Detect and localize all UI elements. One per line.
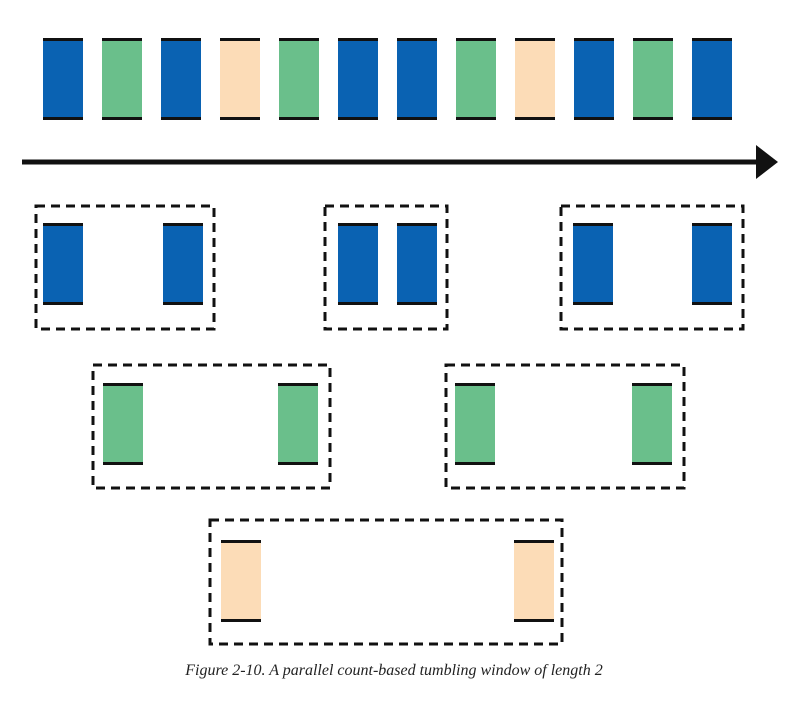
window-event-green	[632, 383, 672, 465]
figure-caption: Figure 2-10. A parallel count-based tumb…	[185, 662, 603, 679]
time-arrow	[22, 145, 778, 179]
stream-event-orange	[220, 38, 260, 120]
window-event-blue	[692, 223, 732, 305]
window-event-blue	[163, 223, 203, 305]
stream-event-blue	[161, 38, 201, 120]
stream-event-blue	[338, 38, 378, 120]
window-event-blue	[43, 223, 83, 305]
event-stream	[43, 38, 732, 120]
stream-event-blue	[692, 38, 732, 120]
stream-event-green	[102, 38, 142, 120]
stream-event-blue	[574, 38, 614, 120]
window-event-blue	[397, 223, 437, 305]
windows	[34, 204, 745, 646]
window-green	[444, 363, 686, 490]
window-event-orange	[221, 540, 261, 622]
window-event-orange	[514, 540, 554, 622]
stream-event-green	[456, 38, 496, 120]
window-orange	[208, 518, 564, 646]
window-blue	[323, 204, 449, 331]
window-event-green	[278, 383, 318, 465]
window-blue	[559, 204, 745, 331]
stream-event-orange	[515, 38, 555, 120]
window-event-green	[455, 383, 495, 465]
stream-event-blue	[43, 38, 83, 120]
tumbling-window-diagram	[22, 38, 778, 646]
stream-event-blue	[397, 38, 437, 120]
window-event-blue	[573, 223, 613, 305]
window-event-green	[103, 383, 143, 465]
stream-event-green	[633, 38, 673, 120]
window-event-blue	[338, 223, 378, 305]
stream-event-green	[279, 38, 319, 120]
window-blue	[34, 204, 216, 331]
window-green	[91, 363, 332, 490]
